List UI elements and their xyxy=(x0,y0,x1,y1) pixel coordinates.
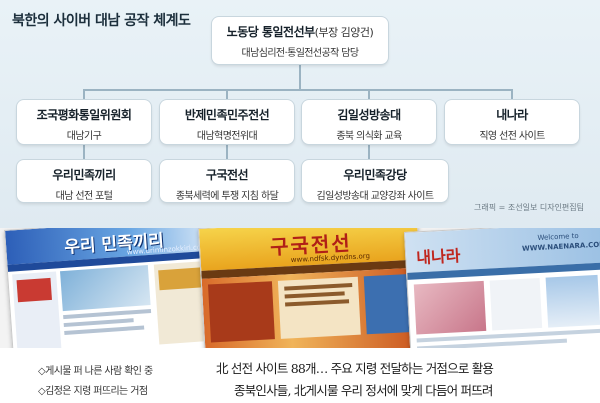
box-name: 반제민족민주전선 xyxy=(184,108,270,122)
connector-drop-4 xyxy=(511,89,513,100)
box-desc: 종북세력에 투쟁 지침 하달 xyxy=(175,191,279,202)
screenshot-uriminzokkiri: 우리 민족끼리 www.uriminzokkiri.com xyxy=(4,228,223,348)
box-name: 노동당 통일전선부 xyxy=(226,25,316,39)
website-screenshots: 우리 민족끼리 www.uriminzokkiri.com 구국전선 www.n… xyxy=(0,228,600,348)
connector-col3-down xyxy=(368,144,370,160)
box-row2-1: 우리민족끼리 대남 선전 포털 xyxy=(17,160,151,202)
box-name: 우리민족강당 xyxy=(343,168,407,182)
caption-bullet-1: ◇게시물 퍼 나른 사람 확인 중 xyxy=(38,366,153,377)
box-row1-2: 반제민족민주전선 대남혁명전위대 xyxy=(160,100,294,144)
box-name: 조국평화통일위원회 xyxy=(36,108,132,122)
box-name: 구국전선 xyxy=(205,168,249,182)
graphic-credit: 그래픽 = 조선일보 디자인편집팀 xyxy=(474,203,585,212)
screenshot-gugukjeonseon: 구국전선 www.ndfsk.dyndns.org xyxy=(198,228,425,348)
box-desc: 대남 선전 포털 xyxy=(55,191,113,202)
captions: ◇게시물 퍼 나른 사람 확인 중 ◇김정은 지령 퍼뜨리는 거점 北 선전 사… xyxy=(0,348,600,403)
box-desc: 직영 선전 사이트 xyxy=(479,131,545,142)
box-united-front-department: 노동당 통일전선부(부장 김양건) 대남심리전·통일전선공작 담당 xyxy=(212,17,388,64)
connector-drop-3 xyxy=(368,89,370,100)
site-logo: 내나라 xyxy=(415,246,461,268)
box-name: 내나라 xyxy=(496,108,528,122)
org-chart: 북한의 사이버 대남 공작 체계도 노동당 통일전선부(부장 김양건) 대남심리… xyxy=(0,0,600,228)
box-row2-2: 구국전선 종북세력에 투쟁 지침 하달 xyxy=(160,160,294,202)
screenshot-naenara: 내나라 Welcome to WWW.NAENARA.COM xyxy=(404,228,600,348)
box-desc: 대남심리전·통일전선공작 담당 xyxy=(241,48,360,59)
caption-headline-2: 종북인사들, 北게시물 우리 정서에 맞게 다듬어 퍼뜨려 xyxy=(234,383,493,398)
caption-bullet-2: ◇김정은 지령 퍼뜨리는 거점 xyxy=(38,386,148,397)
box-desc: 김일성방송대 교양강좌 사이트 xyxy=(316,191,435,202)
box-row1-1: 조국평화통일위원회 대남기구 xyxy=(17,100,151,144)
box-row2-3: 우리민족강당 김일성방송대 교양강좌 사이트 xyxy=(302,160,448,202)
connector-drop-1 xyxy=(83,89,85,100)
connector-col1-down xyxy=(83,144,85,160)
connector-top-down xyxy=(299,64,301,90)
box-name: 우리민족끼리 xyxy=(52,168,116,182)
connector-drop-2 xyxy=(226,89,228,100)
chart-title: 북한의 사이버 대남 공작 체계도 xyxy=(12,13,191,29)
box-desc: 종북 의식화 교육 xyxy=(336,131,402,142)
box-row1-3: 김일성방송대 종북 의식화 교육 xyxy=(302,100,436,144)
connector-horizontal xyxy=(83,89,513,91)
box-row1-4: 내나라 직영 선전 사이트 xyxy=(445,100,579,144)
box-desc: 대남혁명전위대 xyxy=(196,131,258,142)
box-note: (부장 김양건) xyxy=(314,26,374,39)
caption-headline-1: 北 선전 사이트 88개… 주요 지령 전달하는 거점으로 활용 xyxy=(216,361,494,376)
box-name: 김일성방송대 xyxy=(337,108,401,122)
box-desc: 대남기구 xyxy=(66,131,102,142)
connector-col2-down xyxy=(226,144,228,160)
